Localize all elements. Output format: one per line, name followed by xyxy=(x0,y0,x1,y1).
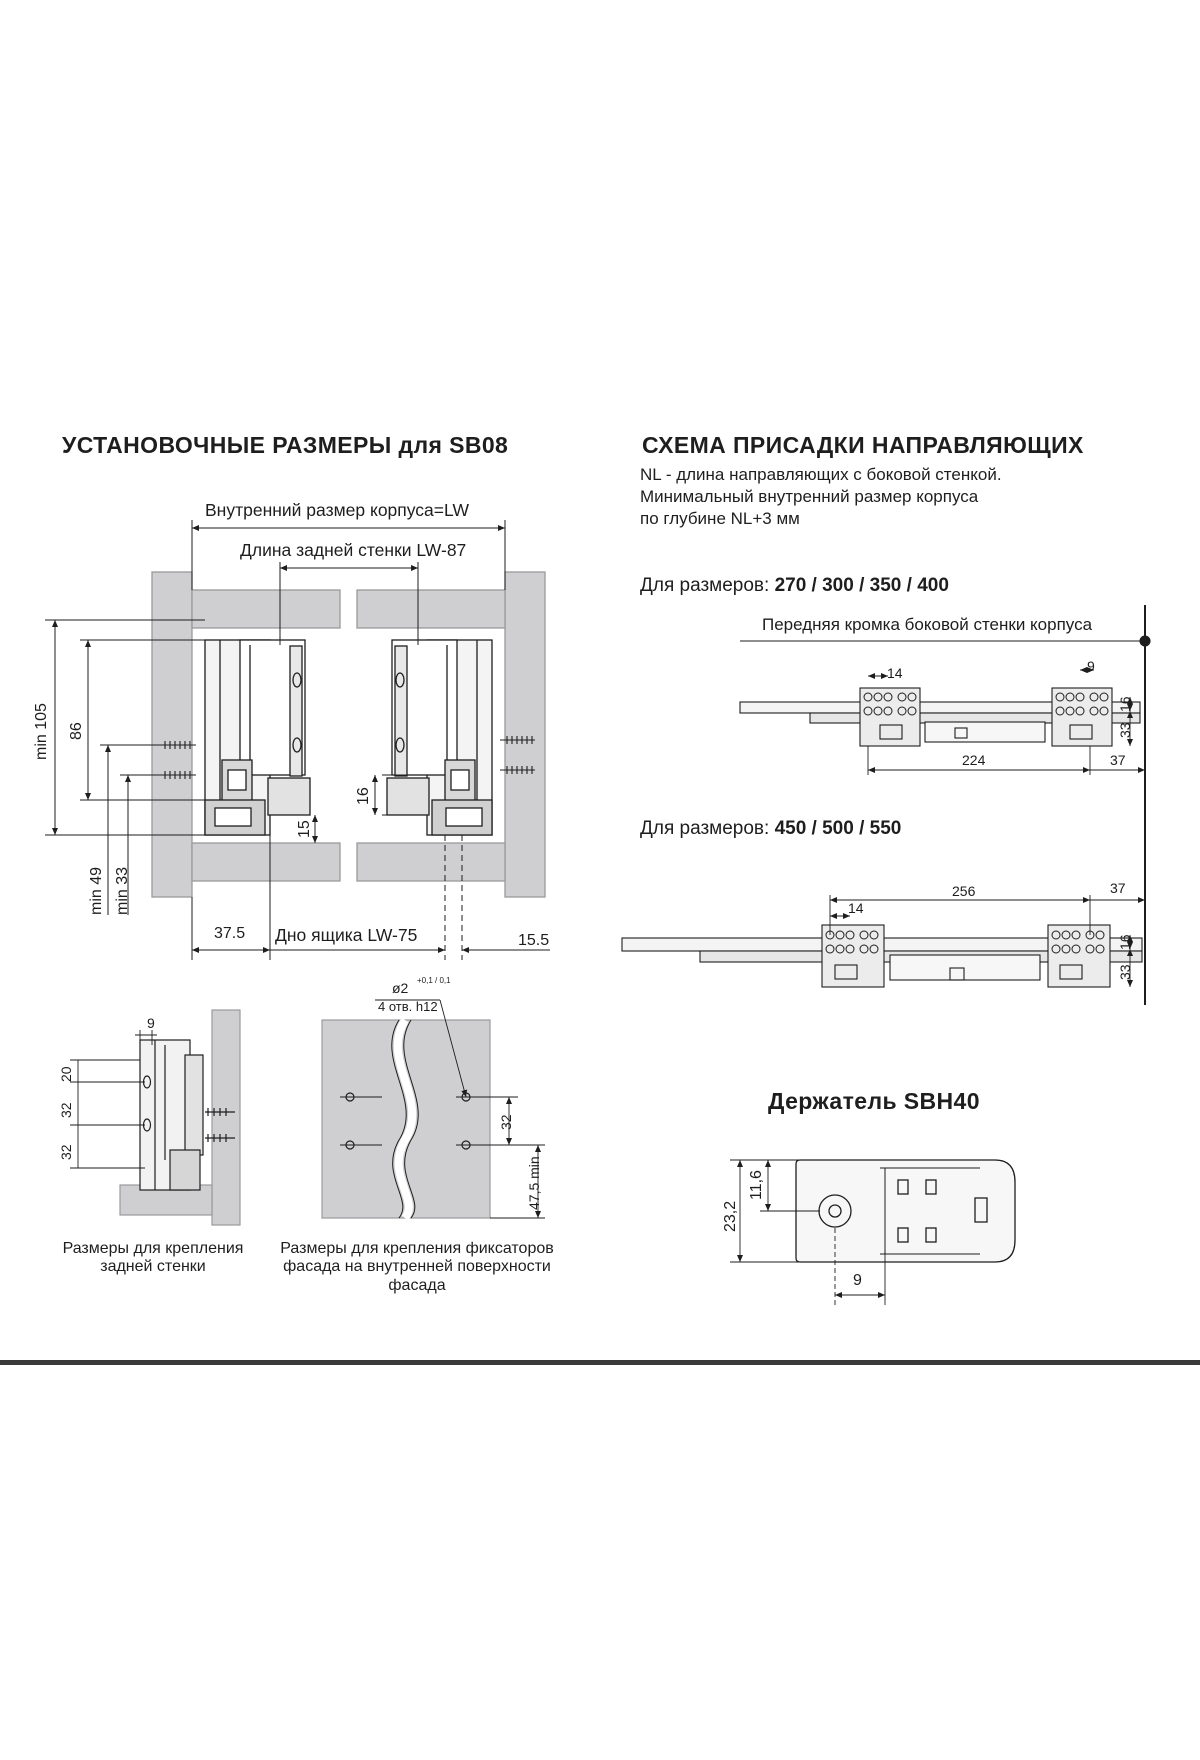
drilling-scheme-large xyxy=(621,895,1145,988)
rear-dim-9: 9 xyxy=(147,1015,155,1031)
top-panel-left xyxy=(191,589,341,629)
bottom-panel-right xyxy=(356,842,506,882)
rear-dim-32a: 32 xyxy=(58,1102,74,1118)
drilling-scheme-small xyxy=(739,605,1151,1005)
facade-detail-drawing xyxy=(321,999,545,1221)
facade-caption: Размеры для крепления фиксаторов фасада … xyxy=(280,1240,554,1294)
dim-min105: min 105 xyxy=(33,703,50,760)
rear-dim-32b: 32 xyxy=(58,1144,74,1160)
hole-tolerance: +0,1 / 0,1 xyxy=(417,976,451,985)
mounting-hole-icons xyxy=(863,692,1109,716)
note-line-3: по глубине NL+3 мм xyxy=(640,509,800,528)
s1-dim-224: 224 xyxy=(962,752,986,768)
dim-min33: min 33 xyxy=(114,866,131,915)
note-line-1: NL - длина направляющих с боковой стенко… xyxy=(640,465,1002,484)
hole-spec: ø2 xyxy=(392,980,409,996)
s1-dim-37: 37 xyxy=(1110,752,1126,768)
holder-title: Держатель SBH40 xyxy=(768,1088,980,1114)
dim-inner-width-label: Внутренний размер корпуса=LW xyxy=(205,500,469,520)
facade-dim-47-5: 47,5 min xyxy=(526,1156,542,1210)
sizes-group-2-values: 450 / 500 / 550 xyxy=(774,818,902,839)
s2-dim-256: 256 xyxy=(952,883,976,899)
dim-bottom-label: Дно ящика LW-75 xyxy=(275,925,418,945)
rear-dim-20: 20 xyxy=(58,1066,74,1082)
left-drawer-profile xyxy=(204,639,311,836)
s1-dim-9: 9 xyxy=(1087,658,1095,674)
bottom-divider xyxy=(0,1360,1200,1365)
bottom-panel-left xyxy=(191,842,341,882)
sizes-group-1: Для размеров: 270 / 300 / 350 / 400 xyxy=(640,575,949,597)
cabinet-left-wall xyxy=(151,571,193,898)
cabinet-right-wall xyxy=(504,571,546,898)
front-edge-label: Передняя кромка боковой стенки корпуса xyxy=(762,615,1093,634)
mounting-hole-icons-2 xyxy=(825,930,1105,954)
s2-dim-37: 37 xyxy=(1110,880,1126,896)
right-drawer-profile xyxy=(386,639,493,836)
drilling-scheme-title: СХЕМА ПРИСАДКИ НАПРАВЛЯЮЩИХ xyxy=(642,432,1084,458)
sizes-group-1-values: 270 / 300 / 350 / 400 xyxy=(774,575,949,596)
s2-dim-33: 33 xyxy=(1117,964,1133,980)
holder-dim-9: 9 xyxy=(853,1272,862,1289)
sizes-group-2-prefix: Для размеров: xyxy=(640,818,775,839)
dim-back-wall-label: Длина задней стенки LW-87 xyxy=(240,540,467,560)
top-panel-right xyxy=(356,589,506,629)
holder-sbh40-drawing xyxy=(730,1159,1016,1305)
s2-dim-16: 16 xyxy=(1117,934,1133,950)
s1-dim-14: 14 xyxy=(887,665,903,681)
s1-dim-16: 16 xyxy=(1117,696,1133,712)
dim-15: 15 xyxy=(296,820,313,838)
rear-wall-detail-drawing xyxy=(70,1009,241,1226)
dim-min49: min 49 xyxy=(88,866,105,915)
sizes-group-1-prefix: Для размеров: xyxy=(640,575,775,596)
hole-count: 4 отв. h12 xyxy=(378,999,438,1014)
note-line-2: Минимальный внутренний размер корпуса xyxy=(640,487,979,506)
dim-37-5: 37.5 xyxy=(214,925,246,942)
facade-dim-32: 32 xyxy=(498,1114,514,1130)
dim-15-5: 15.5 xyxy=(518,932,550,949)
dim-86: 86 xyxy=(68,722,85,740)
dim-16: 16 xyxy=(355,787,372,805)
sizes-group-2: Для размеров: 450 / 500 / 550 xyxy=(640,818,901,840)
rear-wall-caption: Размеры для крепления задней стенки xyxy=(62,1240,244,1276)
installation-section-drawing xyxy=(45,520,550,960)
holder-dim-11-6: 11,6 xyxy=(748,1170,765,1200)
s2-dim-14: 14 xyxy=(848,900,864,916)
holder-dim-23-2: 23,2 xyxy=(722,1200,739,1232)
installation-title: УСТАНОВОЧНЫЕ РАЗМЕРЫ для SB08 xyxy=(62,432,509,458)
s1-dim-33: 33 xyxy=(1117,722,1133,738)
